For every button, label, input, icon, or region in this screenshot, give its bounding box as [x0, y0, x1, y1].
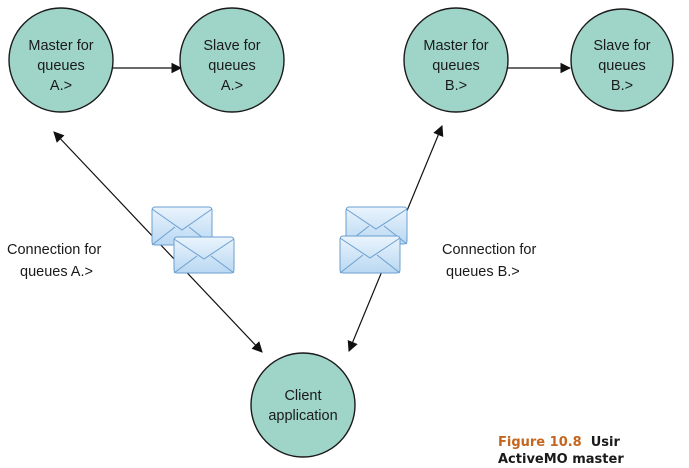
node-client-application: Client application [250, 352, 356, 458]
node-master-a-line-2: queues [37, 58, 85, 74]
node-slave-a-line-1: Slave for [203, 38, 260, 54]
figure-caption-line-1: Figure 10.8 Usir [498, 435, 620, 450]
node-master-b-line-1: Master for [423, 38, 488, 54]
node-master-a-line-1: Master for [28, 38, 93, 54]
envelope-icon [151, 206, 213, 246]
connection-label-b-line-1: Connection for [442, 242, 536, 258]
node-slave-b-line-3: B.> [611, 78, 633, 94]
connection-label-a-line-1: Connection for [7, 242, 101, 258]
figure-caption-number: Figure 10.8 [498, 435, 582, 450]
node-slave-a: Slave for queues A.> [179, 7, 285, 113]
node-master-a-line-3: A.> [50, 78, 72, 94]
envelope-icon [339, 235, 401, 274]
connection-label-a: Connection for queues A.> [7, 242, 101, 280]
node-master-b: Master for queues B.> [403, 7, 509, 113]
connection-label-a-line-2: queues A.> [20, 264, 93, 280]
node-slave-a-line-2: queues [208, 58, 256, 74]
node-slave-b-line-1: Slave for [593, 38, 650, 54]
node-master-a: Master for queues A.> [8, 7, 114, 113]
node-slave-b: Slave for queues B.> [570, 8, 674, 112]
figure-caption-text-1: Usir [591, 435, 621, 450]
figure-caption-line-2: ActiveMO master [498, 452, 624, 467]
node-client-line-1: Client [284, 388, 321, 404]
node-master-b-line-2: queues [432, 58, 480, 74]
node-slave-a-line-3: A.> [221, 78, 243, 94]
node-client-line-2: application [268, 408, 337, 424]
connection-label-b: Connection for queues B.> [442, 242, 536, 280]
node-slave-b-line-2: queues [598, 58, 646, 74]
node-master-b-line-3: B.> [445, 78, 467, 94]
envelope-icon [173, 236, 235, 274]
figure-caption: Figure 10.8 Usir ActiveMO master [498, 435, 624, 467]
connection-label-b-line-2: queues B.> [446, 264, 520, 280]
